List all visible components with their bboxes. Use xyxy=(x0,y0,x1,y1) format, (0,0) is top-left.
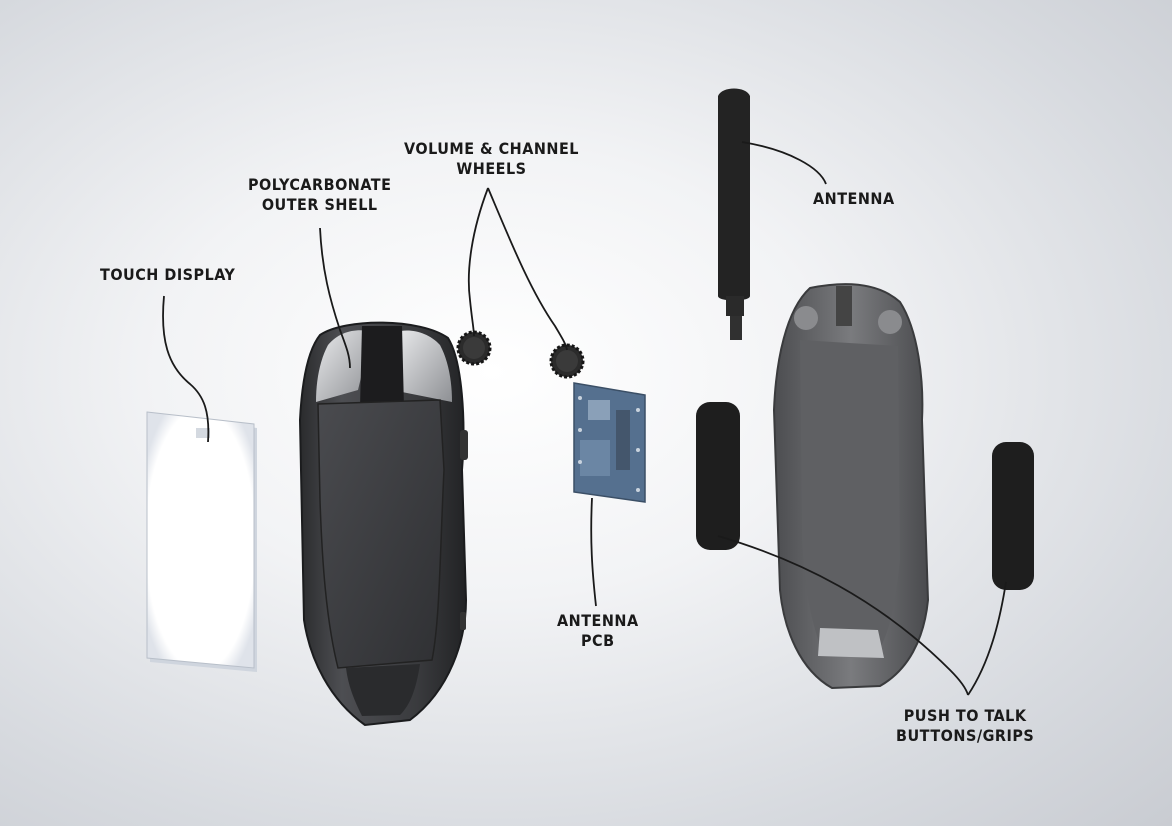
label-wheels-line1: VOLUME & CHANNEL xyxy=(404,139,579,158)
label-outer-shell-line1: POLYCARBONATE xyxy=(248,175,392,194)
outer-shell xyxy=(298,321,468,727)
ptt-grip-right xyxy=(992,442,1034,590)
label-antenna-pcb: ANTENNA PCB xyxy=(557,611,639,651)
label-outer-shell-line2: OUTER SHELL xyxy=(261,195,378,214)
antenna-part xyxy=(718,88,750,340)
label-antenna-text: ANTENNA xyxy=(813,189,895,208)
label-ptt-grips: PUSH TO TALK BUTTONS/GRIPS xyxy=(896,706,1034,746)
antenna-pcb-board xyxy=(573,382,646,503)
label-antenna: ANTENNA xyxy=(813,189,895,209)
label-ptt-grips-line2: BUTTONS/GRIPS xyxy=(896,726,1035,745)
ptt-grip-left xyxy=(696,402,740,550)
volume-wheel xyxy=(456,330,492,366)
label-touch-display: TOUCH DISPLAY xyxy=(100,265,235,285)
back-housing xyxy=(772,283,930,690)
leader-lines xyxy=(162,141,1007,696)
label-touch-display-text: TOUCH DISPLAY xyxy=(100,265,236,284)
label-antenna-pcb-line1: ANTENNA xyxy=(557,611,639,630)
label-outer-shell: POLYCARBONATE OUTER SHELL xyxy=(248,175,391,215)
channel-wheel xyxy=(549,343,585,379)
label-ptt-grips-line1: PUSH TO TALK xyxy=(903,706,1027,725)
touch-display-panel xyxy=(146,411,257,672)
label-antenna-pcb-line2: PCB xyxy=(581,631,615,650)
label-wheels: VOLUME & CHANNEL WHEELS xyxy=(404,139,579,179)
label-wheels-line2: WHEELS xyxy=(456,159,527,178)
